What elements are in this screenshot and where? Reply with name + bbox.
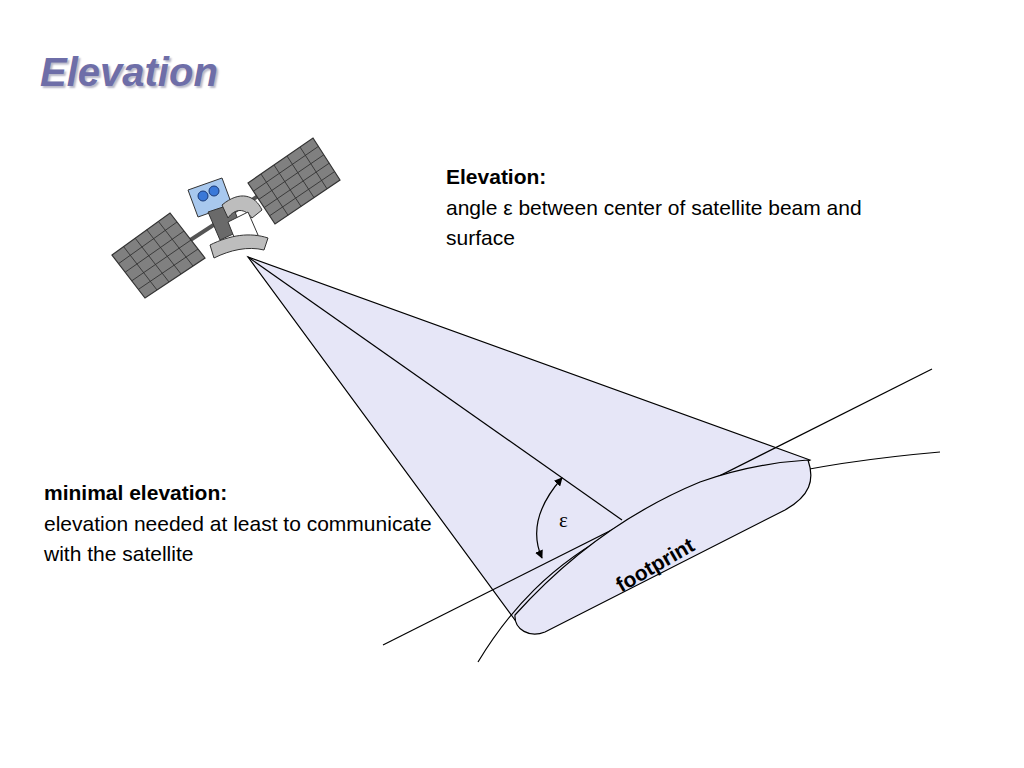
definition-text: elevation needed at least to communicate… — [44, 509, 434, 570]
definition-heading: Elevation: — [446, 162, 926, 192]
panel-grid — [132, 240, 191, 281]
definition-text: angle ε between center of satellite beam… — [446, 193, 926, 254]
panel-grid — [125, 231, 184, 272]
panel-grid — [270, 172, 335, 216]
solar-panel — [248, 138, 340, 224]
footprint-outline — [480, 440, 830, 650]
sensor — [209, 186, 219, 196]
definition-heading: minimal elevation: — [44, 478, 424, 508]
panel-grid — [253, 146, 318, 191]
panel-grid — [138, 249, 198, 289]
sensor — [198, 191, 208, 201]
panel-grid — [264, 163, 329, 207]
beam-center-line — [248, 257, 622, 520]
panel-grid — [259, 155, 324, 200]
satellite-beam — [248, 257, 810, 620]
angle-arc — [537, 478, 562, 558]
antenna-dish — [210, 235, 268, 258]
earth-surface — [478, 452, 940, 662]
footprint-shape — [515, 460, 811, 634]
slide-title: Elevation — [40, 50, 218, 95]
satellite — [112, 138, 340, 298]
panel-grid — [119, 222, 177, 264]
footprint-region: footprint — [480, 440, 830, 650]
angle-symbol: ε — [559, 505, 568, 535]
solar-panel — [112, 213, 205, 298]
